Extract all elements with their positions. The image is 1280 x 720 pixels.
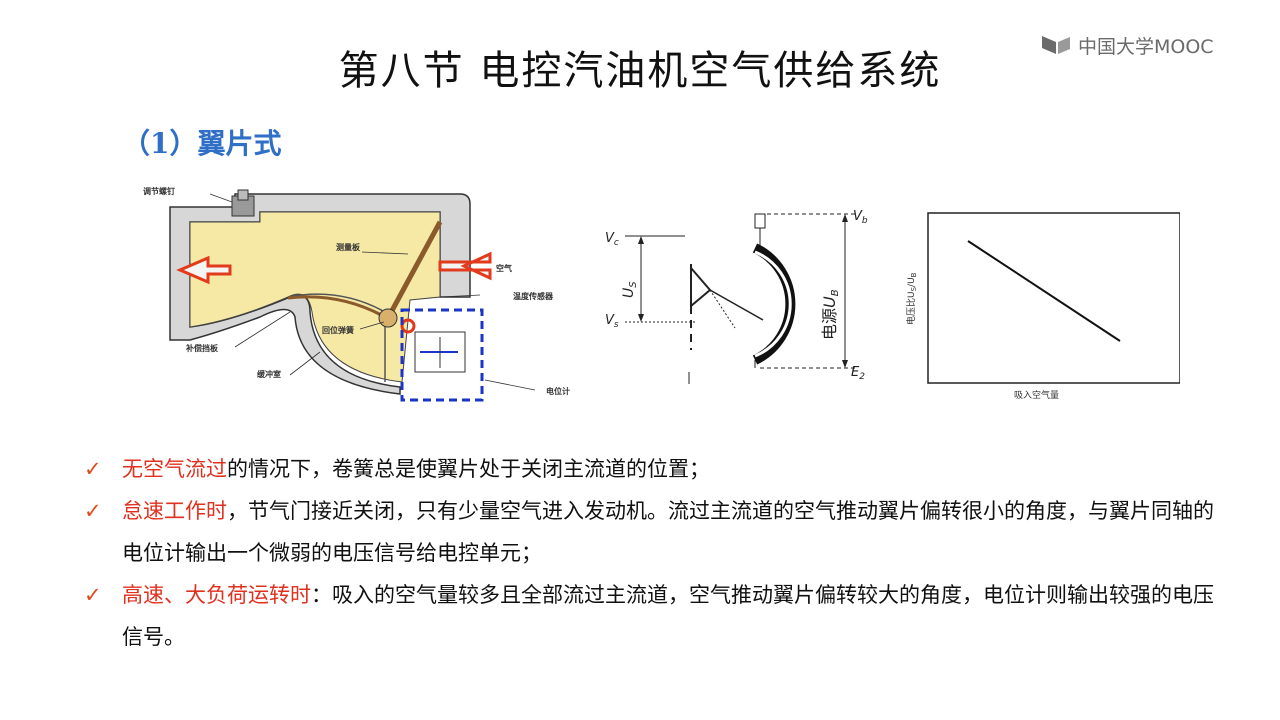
label-temp-sensor: 温度传感器 xyxy=(513,291,554,301)
label-measuring-plate: 测量板 xyxy=(336,242,361,252)
graph-frame xyxy=(927,212,1180,384)
label-air: 空气 xyxy=(496,263,512,273)
bullet-highlight: 高速、大负荷运转时 xyxy=(122,583,311,607)
slide-title: 第八节 电控汽油机空气供给系统 xyxy=(338,48,942,94)
check-icon: ✓ xyxy=(84,457,102,481)
label-e2: E2 xyxy=(851,365,865,382)
check-icon: ✓ xyxy=(84,583,102,607)
label-damper: 缓冲室 xyxy=(257,369,281,379)
mooc-logo-icon xyxy=(1042,36,1070,54)
graph-ylabel: 电压比US/UB xyxy=(905,272,918,325)
resistor-icon xyxy=(754,213,766,229)
watermark-text: 中国大学MOOC xyxy=(1078,35,1214,58)
return-spring-icon xyxy=(378,308,398,328)
label-comp-plate: 补偿挡板 xyxy=(185,343,219,353)
mooc-watermark: 中国大学MOOC xyxy=(1040,30,1214,60)
bullet-item: ✓ 怠速工作时，节气门接近关闭，只有少量空气进入发动机。流过主流道的空气推动翼片偏… xyxy=(84,490,1224,574)
label-vs: Vs xyxy=(605,313,619,330)
label-ub: 电源UB xyxy=(820,289,841,340)
vane-meter-diagram: 调节螺钉 测量板 空气 温度传感器 补偿挡板 回位弹簧 缓冲室 电位计 xyxy=(143,186,570,402)
potentiometer-box xyxy=(400,308,484,402)
bullet-text: 的情况下，卷簧总是使翼片处于关闭主流道的位置； xyxy=(227,457,710,481)
potentiometer-circuit-diagram: Vb Vc Vs E2 US 电源UB xyxy=(605,209,868,384)
label-vb: Vb xyxy=(853,209,868,226)
voltage-ratio-line xyxy=(967,240,1121,342)
outlet-arrow-icon xyxy=(176,255,232,285)
label-vc: Vc xyxy=(605,231,619,248)
bullet-item: ✓ 无空气流过的情况下，卷簧总是使翼片处于关闭主流道的位置； xyxy=(84,448,1224,490)
section-subtitle: （1）翼片式 xyxy=(122,127,282,160)
bullet-text: ，节气门接近关闭，只有少量空气进入发动机。流过主流道的空气推动翼片偏转很小的角度… xyxy=(122,499,1214,565)
label-adjust-screw: 调节螺钉 xyxy=(143,186,175,196)
wiper-icon xyxy=(690,265,712,309)
label-potentiometer: 电位计 xyxy=(546,386,570,396)
voltage-ratio-graph: 电压比US/UB 吸入空气量 xyxy=(905,212,1180,401)
bullet-text: ：吸入的空气量较多且全部流过主流道，空气推动翼片偏转较大的角度，电位计则输出较强… xyxy=(122,583,1214,649)
bullet-list: ✓ 无空气流过的情况下，卷簧总是使翼片处于关闭主流道的位置； ✓ 怠速工作时，节气门… xyxy=(84,448,1224,658)
check-icon: ✓ xyxy=(84,499,102,523)
compensation-plate xyxy=(287,295,386,319)
bullet-item: ✓ 高速、大负荷运转时：吸入的空气量较多且全部流过主流道，空气推动翼片偏转较大的角… xyxy=(84,574,1224,658)
label-us: US xyxy=(621,281,639,298)
bullet-highlight: 怠速工作时 xyxy=(122,499,227,523)
label-return-spring: 回位弹簧 xyxy=(322,325,354,335)
measuring-plate xyxy=(385,220,443,320)
bullet-highlight: 无空气流过 xyxy=(122,457,227,481)
graph-xlabel: 吸入空气量 xyxy=(1014,389,1059,401)
inlet-arrow-icon xyxy=(438,251,492,281)
